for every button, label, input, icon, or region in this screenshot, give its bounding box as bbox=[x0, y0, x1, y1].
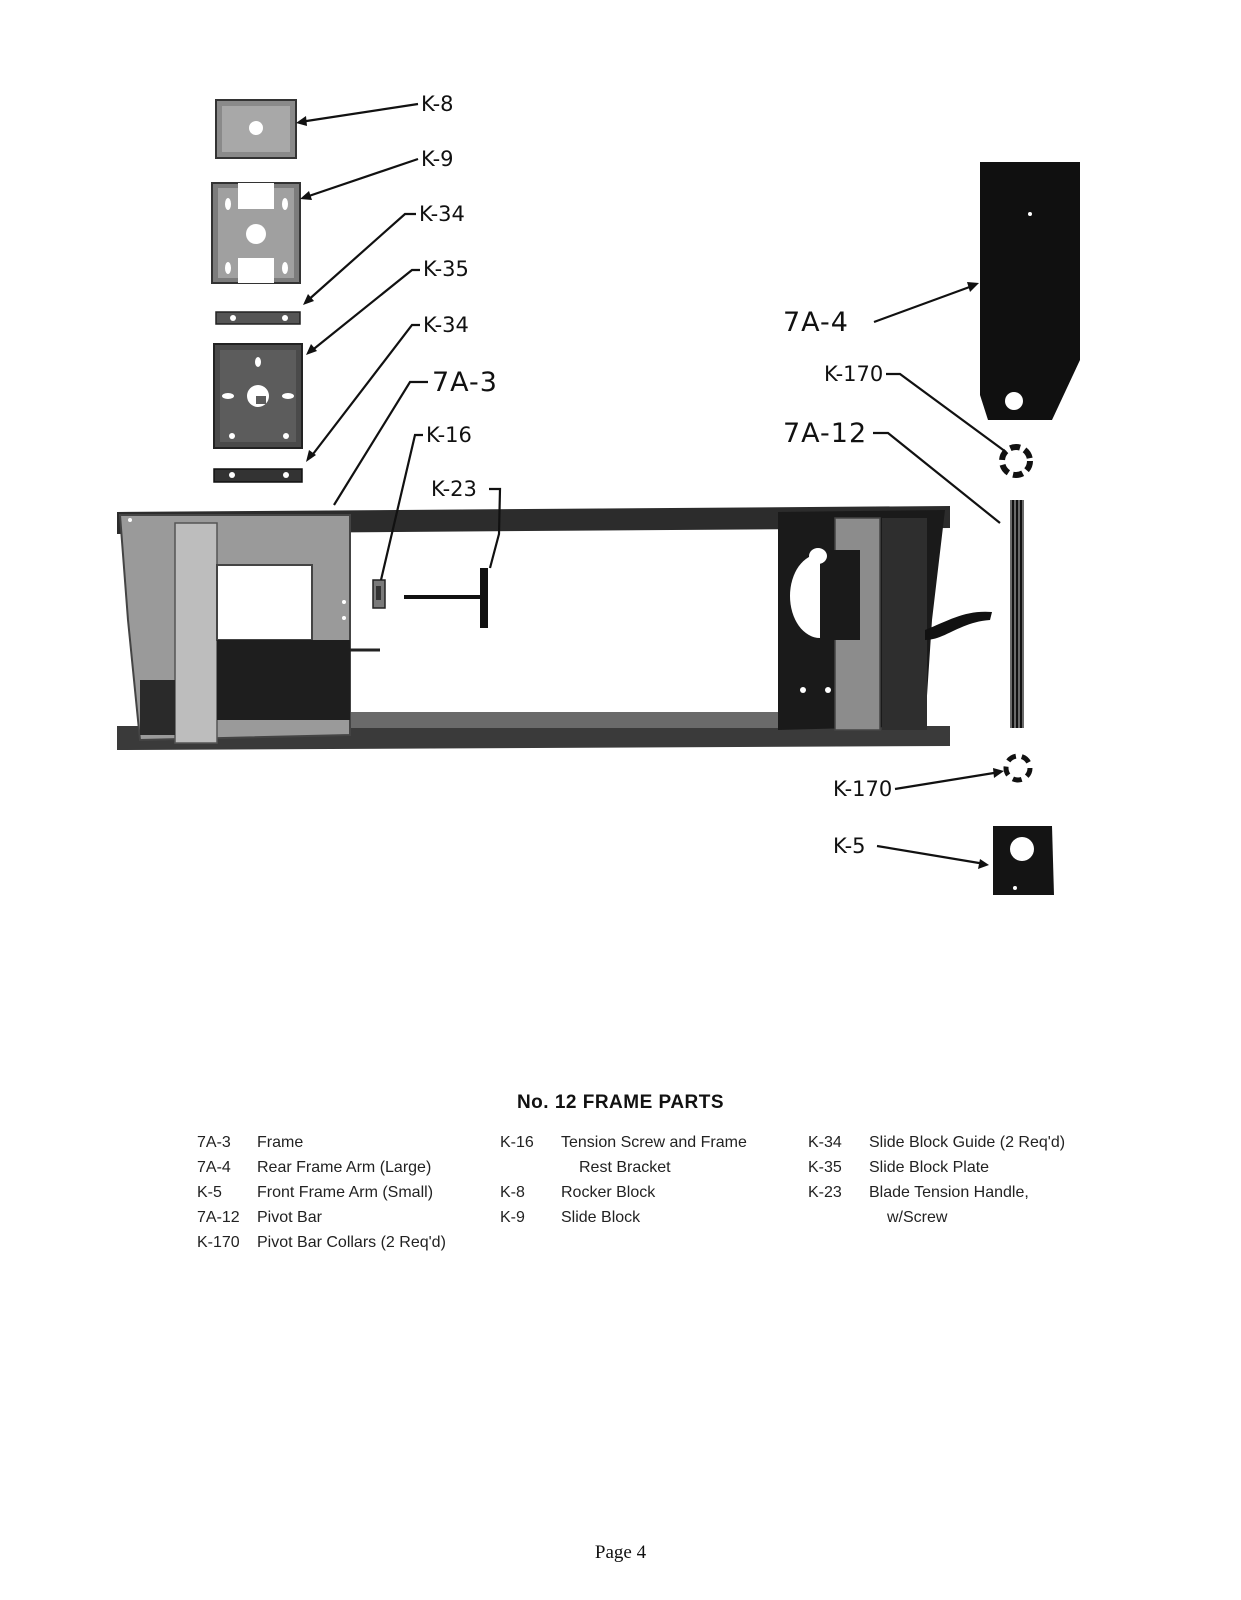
pivot-bar-part bbox=[1010, 500, 1024, 728]
pivot-bar-collar-top-part bbox=[999, 444, 1033, 478]
slide-block-part bbox=[211, 182, 301, 284]
rear-frame-arm-part bbox=[980, 162, 1080, 420]
callout-k9: K-9 bbox=[421, 147, 454, 171]
callout-7a12: 7A-12 bbox=[783, 418, 867, 449]
part-description: Slide Block Plate bbox=[869, 1159, 990, 1176]
callout-k5: K-5 bbox=[833, 834, 866, 858]
part-number: K-8 bbox=[500, 1184, 525, 1201]
callout-k35: K-35 bbox=[423, 257, 469, 281]
slide-block-plate-part bbox=[213, 343, 303, 449]
parts-row: 7A-3 Frame bbox=[197, 1134, 477, 1159]
slide-block-guide-bottom-part bbox=[213, 468, 303, 483]
leader-lines bbox=[296, 102, 1007, 869]
parts-row: K-35 Slide Block Plate bbox=[808, 1159, 1088, 1184]
part-description: Rear Frame Arm (Large) bbox=[257, 1159, 432, 1176]
part-description: Slide Block Guide (2 Req'd) bbox=[869, 1134, 1066, 1151]
part-number: K-170 bbox=[197, 1234, 240, 1251]
parts-list-title: No. 12 FRAME PARTS bbox=[516, 1092, 725, 1113]
parts-row-continuation: Rest Bracket bbox=[500, 1159, 760, 1184]
parts-row-continuation: w/Screw bbox=[808, 1209, 1088, 1234]
parts-row: 7A-4 Rear Frame Arm (Large) bbox=[197, 1159, 477, 1184]
frame-parts-diagram: K-8 K-9 K-34 K-35 K-34 7A-3 K-16 K-23 7A… bbox=[117, 92, 1080, 895]
part-number: K-35 bbox=[808, 1159, 842, 1176]
parts-column-1: 7A-3 Frame 7A-4 Rear Frame Arm (Large) K… bbox=[197, 1134, 477, 1259]
blade-tension-handle-part bbox=[404, 568, 488, 628]
front-frame-arm-part bbox=[993, 826, 1054, 895]
part-number: 7A-3 bbox=[197, 1134, 231, 1151]
callout-k34-top: K-34 bbox=[419, 202, 465, 226]
callout-k34-bottom: K-34 bbox=[423, 313, 469, 337]
callout-7a4: 7A-4 bbox=[783, 307, 849, 338]
part-description-continuation: w/Screw bbox=[887, 1209, 948, 1226]
part-number: 7A-4 bbox=[197, 1159, 231, 1176]
part-description: Slide Block bbox=[561, 1209, 641, 1226]
part-number: K-16 bbox=[500, 1134, 534, 1151]
part-description: Blade Tension Handle, bbox=[869, 1184, 1029, 1201]
parts-row: K-34 Slide Block Guide (2 Req'd) bbox=[808, 1134, 1088, 1159]
callout-k170-bottom: K-170 bbox=[833, 777, 892, 801]
part-number: K-5 bbox=[197, 1184, 222, 1201]
part-description: Pivot Bar Collars (2 Req'd) bbox=[257, 1234, 446, 1251]
part-number: K-34 bbox=[808, 1134, 842, 1151]
frame-part bbox=[117, 506, 992, 750]
part-number: K-9 bbox=[500, 1209, 525, 1226]
parts-row: K-23 Blade Tension Handle, bbox=[808, 1184, 1088, 1209]
parts-row: K-9 Slide Block bbox=[500, 1209, 760, 1234]
parts-column-3: K-34 Slide Block Guide (2 Req'd) K-35 Sl… bbox=[808, 1134, 1088, 1234]
pivot-bar-collar-bottom-part bbox=[1003, 753, 1033, 783]
page-number: Page 4 bbox=[594, 1542, 647, 1563]
parts-row: 7A-12 Pivot Bar bbox=[197, 1209, 477, 1234]
parts-row: K-8 Rocker Block bbox=[500, 1184, 760, 1209]
part-number: K-23 bbox=[808, 1184, 842, 1201]
tension-screw-bracket-part bbox=[372, 579, 386, 609]
parts-row: K-5 Front Frame Arm (Small) bbox=[197, 1184, 477, 1209]
callout-k8: K-8 bbox=[421, 92, 454, 116]
part-description: Front Frame Arm (Small) bbox=[257, 1184, 434, 1201]
callout-k23: K-23 bbox=[431, 477, 477, 501]
part-description: Rocker Block bbox=[561, 1184, 656, 1201]
part-description: Pivot Bar bbox=[257, 1209, 322, 1226]
slide-block-guide-top-part bbox=[215, 311, 301, 325]
part-number: 7A-12 bbox=[197, 1209, 240, 1226]
callout-7a3: 7A-3 bbox=[432, 367, 498, 398]
callout-k16: K-16 bbox=[426, 423, 472, 447]
rocker-block-part bbox=[215, 99, 297, 159]
part-description: Frame bbox=[257, 1134, 304, 1151]
part-description: Tension Screw and Frame bbox=[561, 1134, 747, 1151]
parts-column-2: K-16 Tension Screw and Frame Rest Bracke… bbox=[500, 1134, 760, 1234]
part-description-continuation: Rest Bracket bbox=[579, 1159, 671, 1176]
parts-row: K-16 Tension Screw and Frame bbox=[500, 1134, 760, 1159]
parts-row: K-170 Pivot Bar Collars (2 Req'd) bbox=[197, 1234, 477, 1259]
callout-k170-top: K-170 bbox=[824, 362, 883, 386]
